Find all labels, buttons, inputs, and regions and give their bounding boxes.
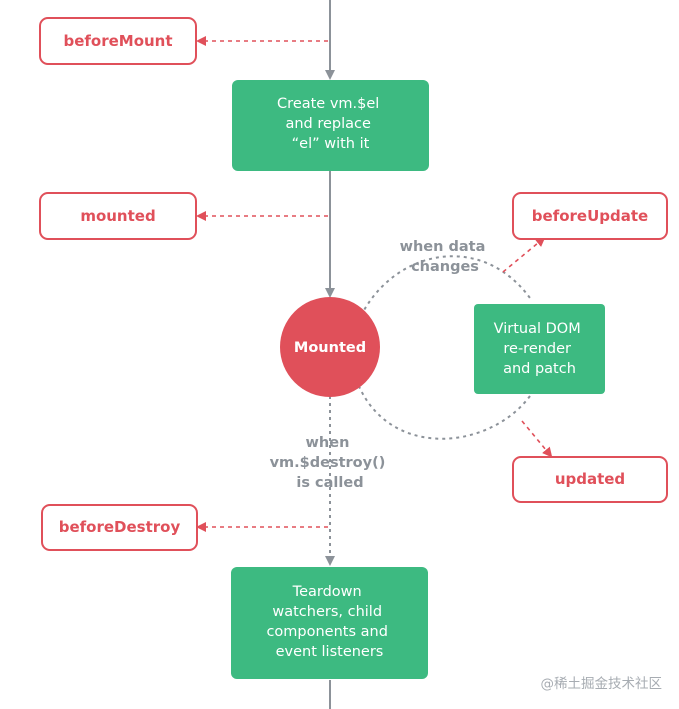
step-create-el: Create vm.$el and replace “el” with it <box>232 80 429 171</box>
step-box-teardown <box>231 567 428 679</box>
hook-connector-before-update <box>502 236 546 273</box>
hook-before-update: beforeUpdate <box>512 192 668 240</box>
hook-updated: updated <box>512 456 668 503</box>
step-line: watchers, child <box>272 604 382 620</box>
step-virtual-dom: Virtual DOM re-render and patch <box>474 304 605 394</box>
condition-destroy-called: when vm.$destroy() is called <box>270 435 391 491</box>
step-label-create-el: Create vm.$el and replace “el” with it <box>277 96 384 152</box>
watermark: @稀土掘金技术社区 <box>541 676 663 692</box>
condition-line: when data <box>400 239 486 255</box>
step-line: and patch <box>503 361 576 377</box>
condition-data-changes: when data changes <box>400 239 491 275</box>
condition-line: is called <box>296 475 363 491</box>
step-line: “el” with it <box>292 136 370 152</box>
hook-box-before-mount <box>39 17 197 65</box>
step-box-create-el <box>232 80 429 171</box>
hook-label-before-mount: beforeMount <box>63 32 172 50</box>
step-line: and replace <box>285 116 371 132</box>
step-line: Teardown <box>292 584 362 600</box>
step-label-teardown: Teardown watchers, child components and … <box>266 584 392 660</box>
step-line: Virtual DOM <box>494 321 581 337</box>
update-loop-upper <box>357 255 531 323</box>
state-label-mounted: Mounted <box>294 340 366 356</box>
hook-label-before-destroy: beforeDestroy <box>59 518 181 536</box>
hook-box-mounted <box>39 192 197 240</box>
condition-line: vm.$destroy() <box>270 455 386 471</box>
hook-before-mount: beforeMount <box>39 17 197 65</box>
hook-label-before-update: beforeUpdate <box>532 207 648 225</box>
hook-label-updated: updated <box>555 470 625 488</box>
hook-box-updated <box>512 456 668 503</box>
step-line: re-render <box>503 341 571 357</box>
hook-box-before-destroy <box>41 504 198 551</box>
hook-before-destroy: beforeDestroy <box>41 504 198 551</box>
step-line: event listeners <box>276 644 384 660</box>
state-mounted: Mounted <box>280 297 380 397</box>
hook-box-before-update <box>512 192 668 240</box>
step-line: components and <box>266 624 387 640</box>
condition-line: changes <box>411 259 479 275</box>
step-box-virtual-dom <box>474 304 605 394</box>
hook-label-mounted: mounted <box>80 207 155 225</box>
state-circle-mounted <box>280 297 380 397</box>
condition-line: when <box>306 435 350 451</box>
step-label-virtual-dom: Virtual DOM re-render and patch <box>494 321 586 377</box>
step-teardown: Teardown watchers, child components and … <box>231 567 428 679</box>
hook-mounted: mounted <box>39 192 197 240</box>
step-line: Create vm.$el <box>277 96 379 112</box>
hook-connector-updated <box>521 420 553 458</box>
